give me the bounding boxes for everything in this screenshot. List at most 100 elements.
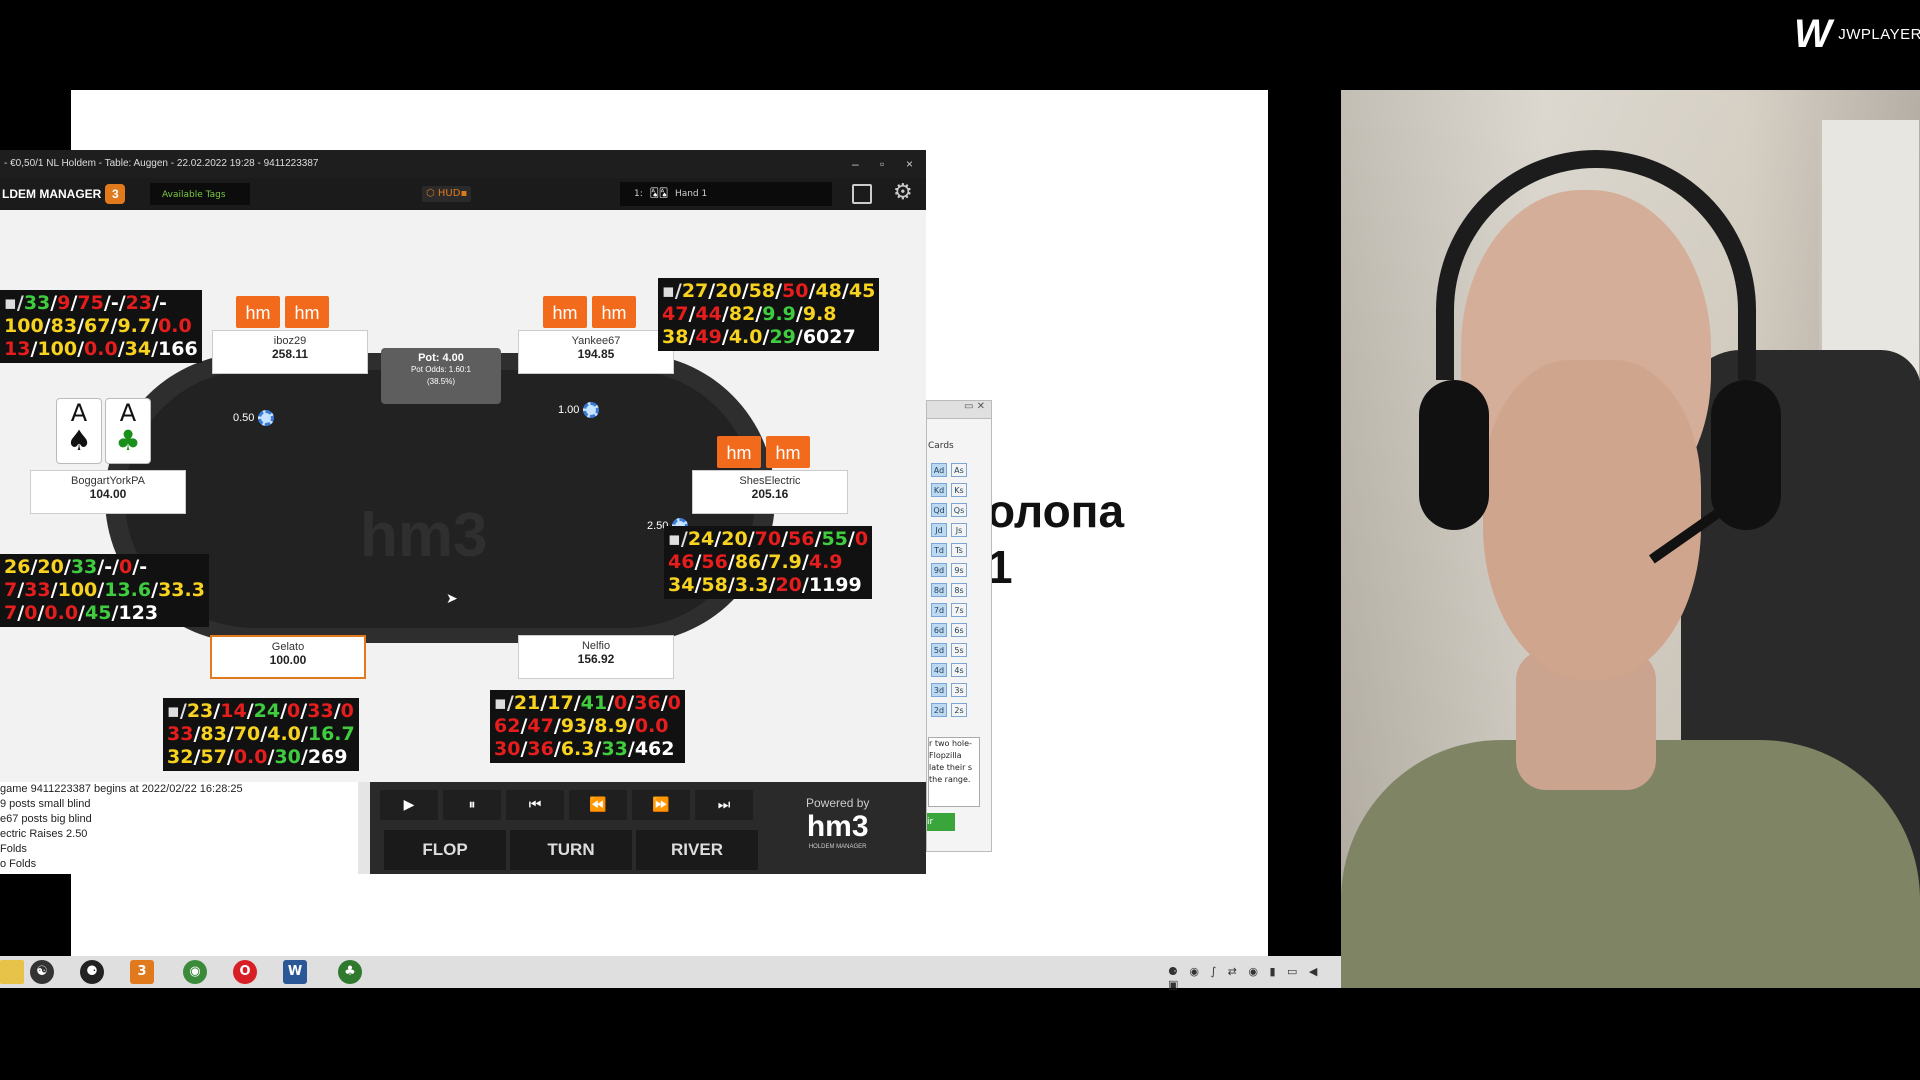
save-icon[interactable] — [852, 184, 872, 204]
log-line: e67 posts big blind — [0, 813, 92, 825]
flopzilla-card-6d[interactable]: 6d — [931, 623, 947, 637]
taskbar-folder-icon[interactable] — [0, 960, 24, 984]
flopzilla-card-Qs[interactable]: Qs — [951, 503, 967, 517]
hand-history-log[interactable]: game 9411223387 begins at 2022/02/22 16:… — [0, 782, 370, 874]
flopzilla-card-9s[interactable]: 9s — [951, 563, 967, 577]
minimize-button[interactable]: – — [852, 157, 859, 171]
flopzilla-card-9d[interactable]: 9d — [931, 563, 947, 577]
hm-tag-yankee-2[interactable]: hm — [592, 296, 636, 328]
flopzilla-go-button[interactable]: ir — [927, 813, 955, 831]
flopzilla-card-As[interactable]: As — [951, 463, 967, 477]
flopzilla-card-Qd[interactable]: Qd — [931, 503, 947, 517]
seat-iboz29[interactable]: iboz29 258.11 — [212, 330, 368, 374]
rewind-button[interactable]: ⏪ — [569, 790, 627, 820]
forward-button[interactable]: ⏩ — [632, 790, 690, 820]
hm-tag-shes-2[interactable]: hm — [766, 436, 810, 468]
flopzilla-card-Kd[interactable]: Kd — [931, 483, 947, 497]
taskbar-poker-icon[interactable]: ⚈ — [80, 960, 104, 984]
flopzilla-card-7s[interactable]: 7s — [951, 603, 967, 617]
seat-nelfio[interactable]: Nelfio 156.92 — [518, 635, 674, 679]
pot-box: Pot: 4.00 Pot Odds: 1.60:1 (38.5%) — [381, 348, 501, 404]
flopzilla-card-2d[interactable]: 2d — [931, 703, 947, 717]
flopzilla-card-5s[interactable]: 5s — [951, 643, 967, 657]
last-button[interactable]: ⏭ — [695, 790, 753, 820]
hud-button[interactable]: ⬡ HUD▪ — [422, 186, 472, 202]
bet-bb: 1.00 — [558, 402, 600, 418]
taskbar-opera-icon[interactable]: O — [233, 960, 257, 984]
taskbar-word-icon[interactable]: W — [283, 960, 307, 984]
taskbar-hm3-icon[interactable]: 3 — [130, 960, 154, 984]
player-stack: 194.85 — [577, 347, 615, 361]
table-area: hm3 Pot: 4.00 Pot Odds: 1.60:1 (38.5%) h… — [0, 210, 926, 782]
hm-tag-yankee-1[interactable]: hm — [543, 296, 587, 328]
player-name: iboz29 — [273, 335, 307, 347]
maximize-button[interactable]: ▫ — [880, 157, 885, 171]
flopzilla-card-Js[interactable]: Js — [951, 523, 967, 537]
flopzilla-card-Ad[interactable]: Ad — [931, 463, 947, 477]
flopzilla-card-Ts[interactable]: Ts — [951, 543, 967, 557]
flopzilla-card-Td[interactable]: Td — [931, 543, 947, 557]
flopzilla-card-2s[interactable]: 2s — [951, 703, 967, 717]
flopzilla-card-5d[interactable]: 5d — [931, 643, 947, 657]
hm-tag-shes-1[interactable]: hm — [717, 436, 761, 468]
taskbar: ☯ ⚈ 3 ◉ O W ♣ ⚈ ◉ ∫ ⇄ ◉ ▮ ▭ ◀ ▣ — [0, 956, 1341, 991]
taskbar-obs-icon[interactable]: ☯ — [30, 960, 54, 984]
first-button[interactable]: ⏮ — [506, 790, 564, 820]
hand-selector[interactable]: 1: 🂡🂡 Hand 1 — [620, 182, 832, 206]
hm3-replayer-window: - €0,50/1 NL Holdem - Table: Auggen - 22… — [0, 150, 926, 874]
flopzilla-card-3s[interactable]: 3s — [951, 683, 967, 697]
flop-button[interactable]: FLOP — [384, 830, 506, 870]
player-stack: 156.92 — [577, 652, 615, 666]
flopzilla-card-8d[interactable]: 8d — [931, 583, 947, 597]
log-scrollbar[interactable] — [358, 782, 370, 874]
flopzilla-window-controls[interactable]: ▭ ✕ — [927, 401, 991, 419]
available-tags-box[interactable]: Available Tags — [150, 183, 250, 205]
flopzilla-help-text: r two hole-Flopzilla late their s the ra… — [928, 737, 980, 807]
pause-button[interactable]: ⏸ — [443, 790, 501, 820]
system-tray[interactable]: ⚈ ◉ ∫ ⇄ ◉ ▮ ▭ ◀ ▣ — [1168, 965, 1322, 991]
seat-boggartyorkpa[interactable]: BoggartYorkPA 104.00 — [30, 470, 186, 514]
hud-stats-gelato[interactable]: ▪/23/14/24/0/33/0 33/83/70/4.0/16.7 32/5… — [163, 698, 359, 771]
flopzilla-card-Jd[interactable]: Jd — [931, 523, 947, 537]
flopzilla-card-4s[interactable]: 4s — [951, 663, 967, 677]
powered-by: Powered by hm3 HOLDEM MANAGER — [806, 796, 870, 850]
hud-stats-shelectric[interactable]: ▪/24/20/70/56/55/0 46/56/86/7.9/4.9 34/5… — [664, 526, 873, 599]
hm3-badge-icon: 3 — [105, 184, 126, 204]
hm-tag-iboz-1[interactable]: hm — [236, 296, 280, 328]
gear-icon[interactable]: ⚙ — [893, 180, 913, 205]
flopzilla-card-7d[interactable]: 7d — [931, 603, 947, 617]
chip-icon — [583, 402, 600, 418]
taskbar-chrome-icon[interactable]: ◉ — [183, 960, 207, 984]
pot-odds: Pot Odds: 1.60:1 — [410, 365, 472, 374]
seat-shelectric[interactable]: ShesElectric 205.16 — [692, 470, 848, 514]
mouse-cursor-icon: ➤ — [446, 591, 458, 607]
log-line: game 9411223387 begins at 2022/02/22 16:… — [0, 783, 243, 795]
flopzilla-header: Cards — [928, 441, 954, 451]
taskbar-flopzilla-icon[interactable]: ♣ — [338, 960, 362, 984]
hud-stats-iboz29[interactable]: ▪/33/9/75/-/23/- 100/83/67/9.7/0.0 13/10… — [0, 290, 202, 363]
hud-stats-nelfio[interactable]: ▪/21/17/41/0/36/0 62/47/93/8.9/0.0 30/36… — [490, 690, 685, 763]
flopzilla-card-8s[interactable]: 8s — [951, 583, 967, 597]
close-button[interactable]: × — [906, 157, 914, 171]
hud-stats-yankee67[interactable]: ▪/27/20/58/50/48/45 47/44/82/9.9/9.8 38/… — [658, 278, 880, 351]
play-button[interactable]: ▶ — [380, 790, 438, 820]
player-stack: 205.16 — [751, 487, 789, 501]
window-title: - €0,50/1 NL Holdem - Table: Auggen - 22… — [4, 158, 319, 169]
flopzilla-card-Ks[interactable]: Ks — [951, 483, 967, 497]
log-line: o Folds — [0, 858, 37, 870]
seat-yankee67[interactable]: Yankee67 194.85 — [518, 330, 674, 374]
log-line: ectric Raises 2.50 — [0, 828, 88, 840]
chip-icon — [258, 410, 275, 426]
turn-button[interactable]: TURN — [510, 830, 632, 870]
log-line: Folds — [0, 843, 27, 855]
jwplayer-label: JWPLAYER — [1838, 25, 1920, 43]
flopzilla-card-3d[interactable]: 3d — [931, 683, 947, 697]
seat-gelato[interactable]: Gelato 100.00 — [210, 635, 366, 679]
window-titlebar: - €0,50/1 NL Holdem - Table: Auggen - 22… — [0, 150, 926, 178]
river-button[interactable]: RIVER — [636, 830, 758, 870]
flopzilla-card-4d[interactable]: 4d — [931, 663, 947, 677]
flopzilla-card-6s[interactable]: 6s — [951, 623, 967, 637]
hm-tag-iboz-2[interactable]: hm — [285, 296, 329, 328]
hud-stats-boggartyorkpa[interactable]: 26/20/33/-/0/- 7/33/100/13.6/33.3 7/0/0.… — [0, 554, 209, 627]
jwplayer-logo: W JWPLAYER — [1794, 14, 1920, 54]
